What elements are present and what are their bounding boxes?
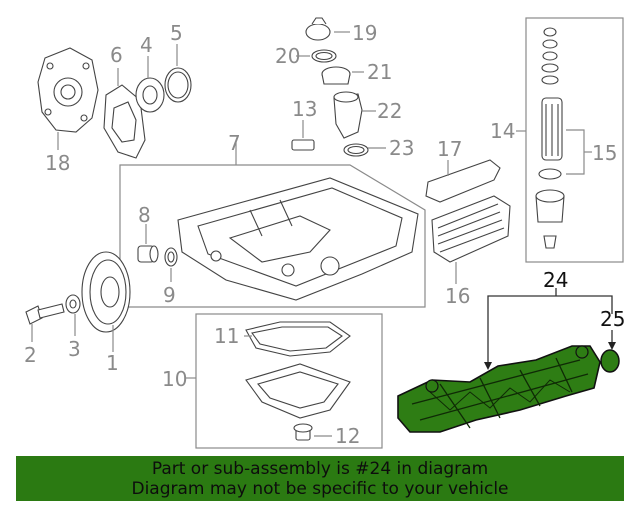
callout-3: 3 xyxy=(68,337,81,361)
part-9-washer: 9 xyxy=(163,247,178,307)
part-6-gasket: 6 xyxy=(103,43,146,159)
part-3-washer: 3 xyxy=(65,294,81,361)
part-1-pulley: 1 xyxy=(81,251,131,375)
callout-5: 5 xyxy=(170,21,183,45)
banner-line-1: Part or sub-assembly is #24 in diagram xyxy=(151,459,489,479)
callout-13: 13 xyxy=(292,97,317,121)
part-16-oil-cooler: 16 xyxy=(431,195,511,308)
callout-10: 10 xyxy=(162,367,187,391)
part-5-seal: 5 xyxy=(164,21,192,103)
part-24-intake-manifold: 24 xyxy=(397,268,613,433)
banner-line-2: Diagram may not be specific to your vehi… xyxy=(131,479,509,499)
callout-17: 17 xyxy=(437,137,462,161)
callout-1: 1 xyxy=(106,351,119,375)
callout-6: 6 xyxy=(110,43,123,67)
part-21-collar: 21 xyxy=(321,60,392,85)
part-17-gasket: 17 xyxy=(425,137,501,203)
part-10-lower-oil-pan: 10 11 12 xyxy=(162,313,383,449)
callout-11: 11 xyxy=(214,324,239,348)
part-18-timing-cover: 18 xyxy=(37,47,99,175)
callout-20: 20 xyxy=(275,44,300,68)
part-4-hub: 4 xyxy=(135,33,165,113)
callout-2: 2 xyxy=(24,343,37,367)
callout-23: 23 xyxy=(389,136,414,160)
callout-19: 19 xyxy=(352,21,377,45)
part-14-oil-filter: 14 15 xyxy=(490,17,624,263)
info-banner: Part or sub-assembly is #24 in diagram D… xyxy=(16,456,624,501)
part-2-bolt: 2 xyxy=(24,303,65,367)
part-25-seal: 25 xyxy=(600,307,625,373)
part-20-ring: 20 xyxy=(275,44,337,68)
callout-22: 22 xyxy=(377,99,402,123)
part-19-cap: 19 xyxy=(305,17,377,45)
parts-diagram: 18 6 4 5 19 20 21 xyxy=(24,17,625,449)
callout-15: 15 xyxy=(592,141,617,165)
part-23-oring: 23 xyxy=(343,136,414,160)
callout-9: 9 xyxy=(163,283,176,307)
callout-16: 16 xyxy=(445,284,470,308)
callout-12: 12 xyxy=(335,424,360,448)
callout-21: 21 xyxy=(367,60,392,84)
callout-14: 14 xyxy=(490,119,515,143)
part-13-plug: 13 xyxy=(291,97,317,151)
part-7-upper-oil-pan: 7 xyxy=(119,131,426,308)
callout-8: 8 xyxy=(138,203,151,227)
callout-4: 4 xyxy=(140,33,153,57)
callout-7: 7 xyxy=(228,131,241,155)
part-22-filler-neck: 22 xyxy=(333,91,402,139)
callout-18: 18 xyxy=(45,151,70,175)
callout-25: 25 xyxy=(600,307,625,331)
part-8-drain-plug: 8 xyxy=(137,203,159,263)
